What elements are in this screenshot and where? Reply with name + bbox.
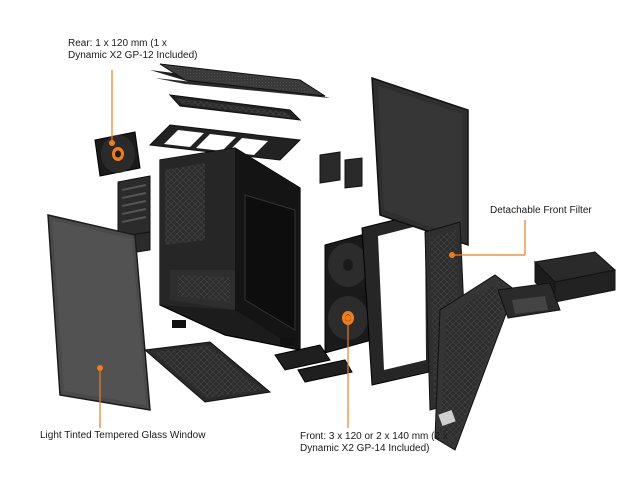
rear-fan-label: Rear: 1 x 120 mm (1 x Dynamic X2 GP-12 I… xyxy=(68,38,198,61)
bottom-dust-filter xyxy=(143,341,272,403)
top-mounting-bracket xyxy=(148,124,302,161)
glass-window-label: Light Tinted Tempered Glass Window xyxy=(40,430,206,441)
right-side-panel xyxy=(371,76,469,247)
expansion-slot-covers xyxy=(117,175,151,255)
callout-glass-leader xyxy=(97,365,103,428)
rear-fan xyxy=(94,131,141,177)
callout-front-leader xyxy=(345,315,351,428)
hdd-cage xyxy=(497,251,617,319)
front-fans-label: Front: 3 x 120 or 2 x 140 mm (2 x Dynami… xyxy=(300,431,448,454)
front-frame xyxy=(361,209,439,386)
tempered-glass-side-panel xyxy=(47,214,151,411)
top-panel xyxy=(150,63,330,98)
drive-covers xyxy=(274,344,353,383)
callout-filter-leader xyxy=(449,220,526,258)
front-panel xyxy=(434,274,516,451)
main-chassis xyxy=(159,147,301,351)
front-fans xyxy=(324,231,373,354)
front-filter-label: Detachable Front Filter xyxy=(490,205,592,216)
callout-rear-leader xyxy=(109,70,115,146)
ssd-brackets xyxy=(319,151,363,189)
top-dust-filter xyxy=(168,94,302,121)
